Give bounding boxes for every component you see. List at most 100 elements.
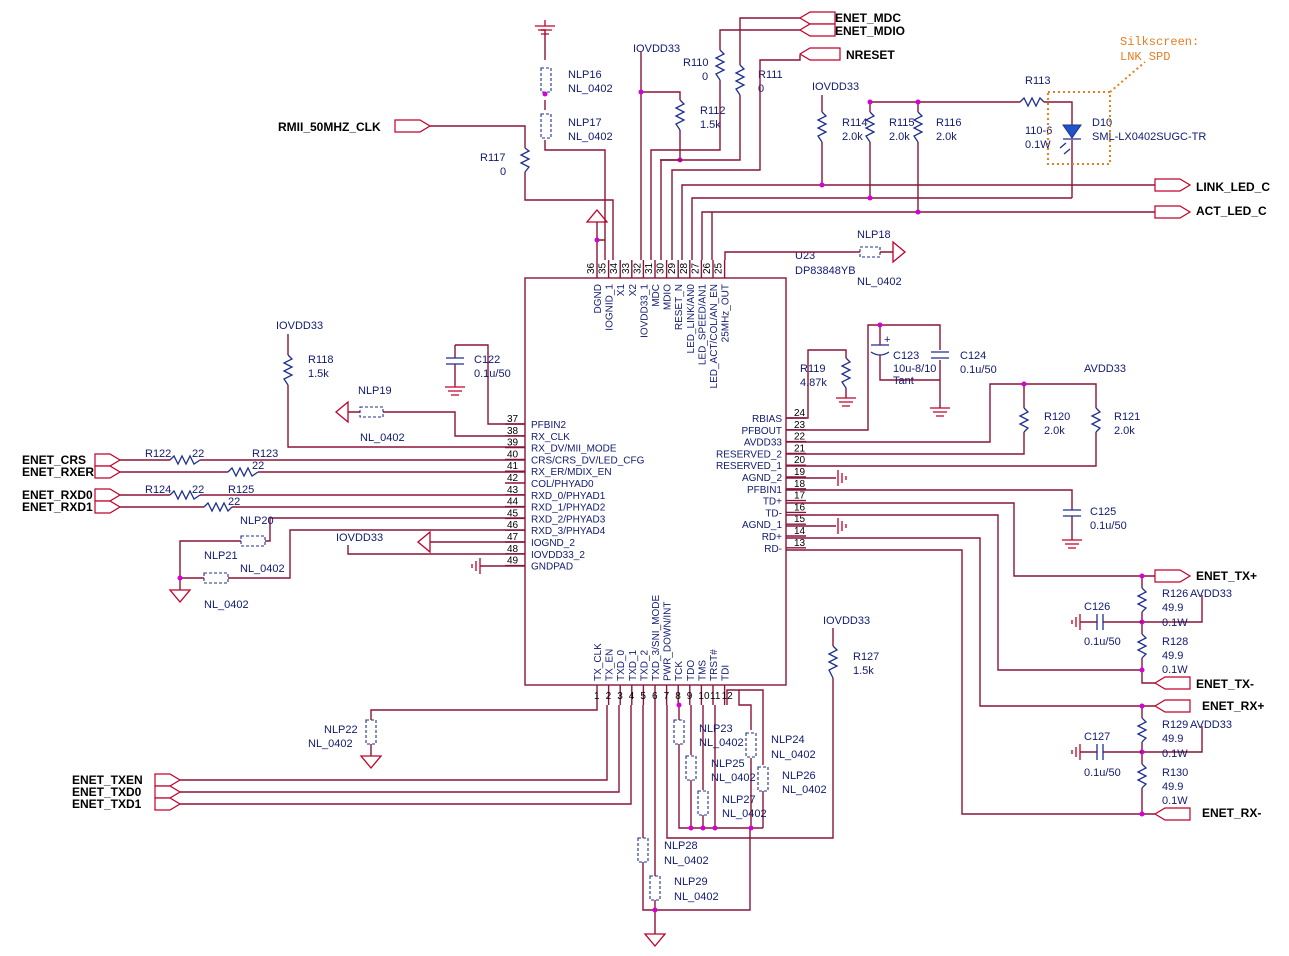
pin-num-40: 40 xyxy=(507,449,519,460)
rxp-port[interactable] xyxy=(1153,699,1191,713)
pin-num-39: 39 xyxy=(507,438,519,449)
c122-ref: C122 xyxy=(474,354,500,366)
r113-ref: R113 xyxy=(1025,75,1050,87)
c125-ref: C125 xyxy=(1090,506,1116,518)
pin-name-24: RBIAS xyxy=(752,414,782,425)
silkscreen-text: LNK SPD xyxy=(1120,50,1170,64)
txd1-port[interactable] xyxy=(154,797,182,811)
nlp25-ref: NLP25 xyxy=(711,758,745,770)
rxd1-label: ENET_RXD1 xyxy=(22,500,93,514)
r129-ref: R129 xyxy=(1162,719,1188,731)
nlp26-val: NL_0402 xyxy=(782,784,827,796)
nlp20-symbol[interactable] xyxy=(240,535,266,547)
r121-ref: R121 xyxy=(1114,411,1140,423)
pin-name-46: RXD_3/PHYAD4 xyxy=(531,526,606,537)
pin-num-45: 45 xyxy=(507,508,519,519)
nlp28-symbol[interactable] xyxy=(637,837,649,863)
pin-num-21: 21 xyxy=(794,443,806,454)
nlp27-val: NL_0402 xyxy=(722,808,767,820)
rxer-port[interactable] xyxy=(94,465,122,479)
pin-name-25: 25MHz_OUT xyxy=(721,284,732,342)
pin-num-37: 37 xyxy=(507,414,519,425)
nlp26-symbol[interactable] xyxy=(757,766,769,792)
r117-ref: R117 xyxy=(480,152,505,164)
pin-num-29: 29 xyxy=(667,262,678,274)
ic-body[interactable] xyxy=(524,277,787,686)
rmii-clk-label: RMII_50MHZ_CLK xyxy=(278,120,381,134)
pin-num-31: 31 xyxy=(644,262,655,274)
pin-name-30: MDIO xyxy=(663,284,674,310)
nlp17-ref: NLP17 xyxy=(568,117,602,129)
pin-name-33: X2 xyxy=(628,284,639,297)
rxd0-port[interactable] xyxy=(94,488,122,502)
r118-val: 1.5k xyxy=(308,368,329,380)
nlp16-symbol[interactable] xyxy=(540,67,552,93)
c125-val: 0.1u/50 xyxy=(1090,520,1127,532)
r112-ref: R112 xyxy=(700,105,725,117)
pin-name-9: TDO xyxy=(686,660,697,681)
pin-num-49: 49 xyxy=(507,556,519,567)
r117-val: 0 xyxy=(500,166,506,178)
txd0-port[interactable] xyxy=(154,785,182,799)
nreset-port[interactable] xyxy=(798,47,841,61)
rxn-port[interactable] xyxy=(1153,807,1191,821)
txen-port[interactable] xyxy=(154,773,182,787)
silkscreen-title: Silkscreen: xyxy=(1120,35,1199,49)
r116-ref: R116 xyxy=(936,117,961,129)
r128-val: 49.9 xyxy=(1162,650,1183,662)
nlp29-symbol[interactable] xyxy=(649,875,661,901)
pin-name-20: RESERVED_1 xyxy=(716,461,782,472)
pin-num-2: 2 xyxy=(606,691,612,702)
r110-val: 0 xyxy=(702,71,708,83)
led-icon[interactable] xyxy=(1062,124,1082,139)
r130-power: 0.1W xyxy=(1162,795,1188,807)
r128-ref: R128 xyxy=(1162,636,1188,648)
nlp19-symbol[interactable] xyxy=(359,406,384,418)
nlp24-symbol[interactable] xyxy=(745,732,757,758)
pin-num-26: 26 xyxy=(702,262,713,274)
avdd-rx-label: AVDD33 xyxy=(1190,719,1232,731)
iovdd-left-label: IOVDD33 xyxy=(276,320,323,332)
rmii-clk-port[interactable] xyxy=(394,119,432,133)
r126-ref: R126 xyxy=(1162,588,1188,600)
r129-val: 49.9 xyxy=(1162,733,1183,745)
nlp21-symbol[interactable] xyxy=(203,572,229,584)
c127-ref: C127 xyxy=(1084,731,1110,743)
pin-name-3: TXD_0 xyxy=(616,649,627,681)
mdc-label: ENET_MDC xyxy=(835,11,901,25)
txen-label: ENET_TXEN xyxy=(72,773,143,787)
nlp23-symbol[interactable] xyxy=(673,719,685,745)
pin-num-42: 42 xyxy=(507,473,519,484)
pin-num-17: 17 xyxy=(794,491,806,502)
pin-name-11: TRST# xyxy=(709,649,720,681)
mdc-port[interactable] xyxy=(798,11,836,25)
pin-num-9: 9 xyxy=(687,691,693,702)
pin-num-20: 20 xyxy=(794,455,806,466)
nreset-label: NRESET xyxy=(846,48,895,62)
txn-port[interactable] xyxy=(1153,676,1191,690)
ic-ref: U23 xyxy=(795,250,815,262)
nlp18-symbol[interactable] xyxy=(859,246,881,258)
txp-port[interactable] xyxy=(1154,569,1192,583)
nlp16-ref: NLP16 xyxy=(568,69,602,81)
pin-name-13: RD- xyxy=(764,544,782,555)
nlp25-symbol[interactable] xyxy=(685,755,697,781)
mdio-port[interactable] xyxy=(798,23,836,37)
pin-num-28: 28 xyxy=(679,262,690,274)
pin-name-14: RD+ xyxy=(762,532,782,543)
avdd-r120-label: AVDD33 xyxy=(1084,363,1126,375)
pin-num-7: 7 xyxy=(664,691,670,702)
nlp24-ref: NLP24 xyxy=(771,734,805,746)
link-led-port[interactable] xyxy=(1154,178,1192,192)
act-led-port[interactable] xyxy=(1154,205,1192,219)
nlp22-symbol[interactable] xyxy=(365,719,377,745)
pin-name-4: TXD_1 xyxy=(628,649,639,681)
nlp27-symbol[interactable] xyxy=(697,790,709,816)
nlp17-symbol[interactable] xyxy=(540,113,552,139)
nlp16-val: NL_0402 xyxy=(568,83,613,95)
rxd1-port[interactable] xyxy=(94,500,122,514)
pin-name-28: LED_LINK/AN0 xyxy=(686,284,697,354)
crs-port[interactable] xyxy=(94,453,122,467)
txd0-label: ENET_TXD0 xyxy=(72,785,142,799)
pin-name-10: TMS xyxy=(697,660,708,681)
